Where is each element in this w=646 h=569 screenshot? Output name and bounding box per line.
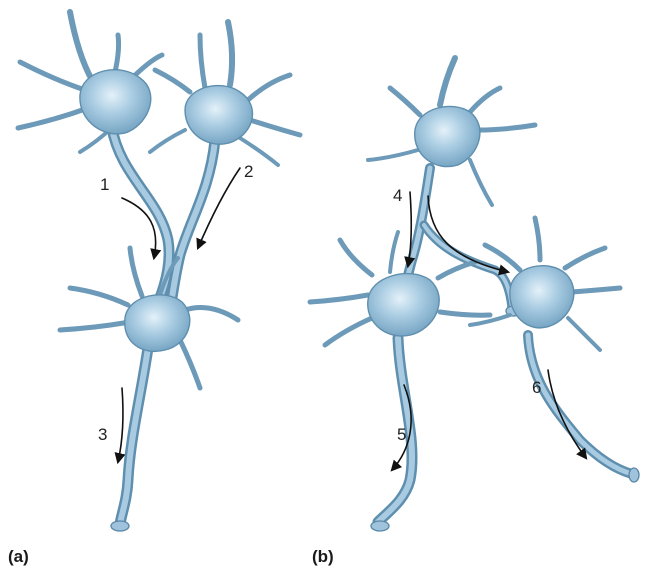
terminal-b3 — [629, 468, 639, 482]
soma-a3 — [125, 295, 190, 352]
axon-b3 — [528, 335, 632, 474]
soma-b3 — [510, 266, 574, 328]
arrow-3 — [118, 388, 123, 462]
neuron-a2 — [150, 22, 300, 329]
neuron-b2 — [310, 232, 490, 531]
soma-b2 — [368, 274, 439, 336]
panel-b: 4 5 6 (b) — [310, 58, 639, 566]
arrow-label-1: 1 — [100, 175, 109, 194]
terminal-b2 — [371, 521, 389, 531]
neuron-a3 — [60, 248, 238, 531]
neuron-a1 — [18, 12, 169, 333]
soma-a2 — [185, 86, 252, 145]
panel-a: 1 2 3 (a) — [8, 12, 300, 566]
arrow-label-3: 3 — [98, 425, 107, 444]
soma-b1 — [415, 106, 480, 166]
arrow-label-6: 6 — [532, 378, 541, 397]
terminal-a3 — [111, 521, 129, 531]
soma-a1 — [80, 70, 151, 134]
neuron-b3 — [470, 218, 639, 482]
arrow-label-4: 4 — [393, 186, 402, 205]
panel-label-b: (b) — [312, 547, 334, 566]
arrow-label-2: 2 — [244, 162, 253, 181]
panel-label-a: (a) — [8, 547, 29, 566]
arrow-label-5: 5 — [397, 425, 406, 444]
